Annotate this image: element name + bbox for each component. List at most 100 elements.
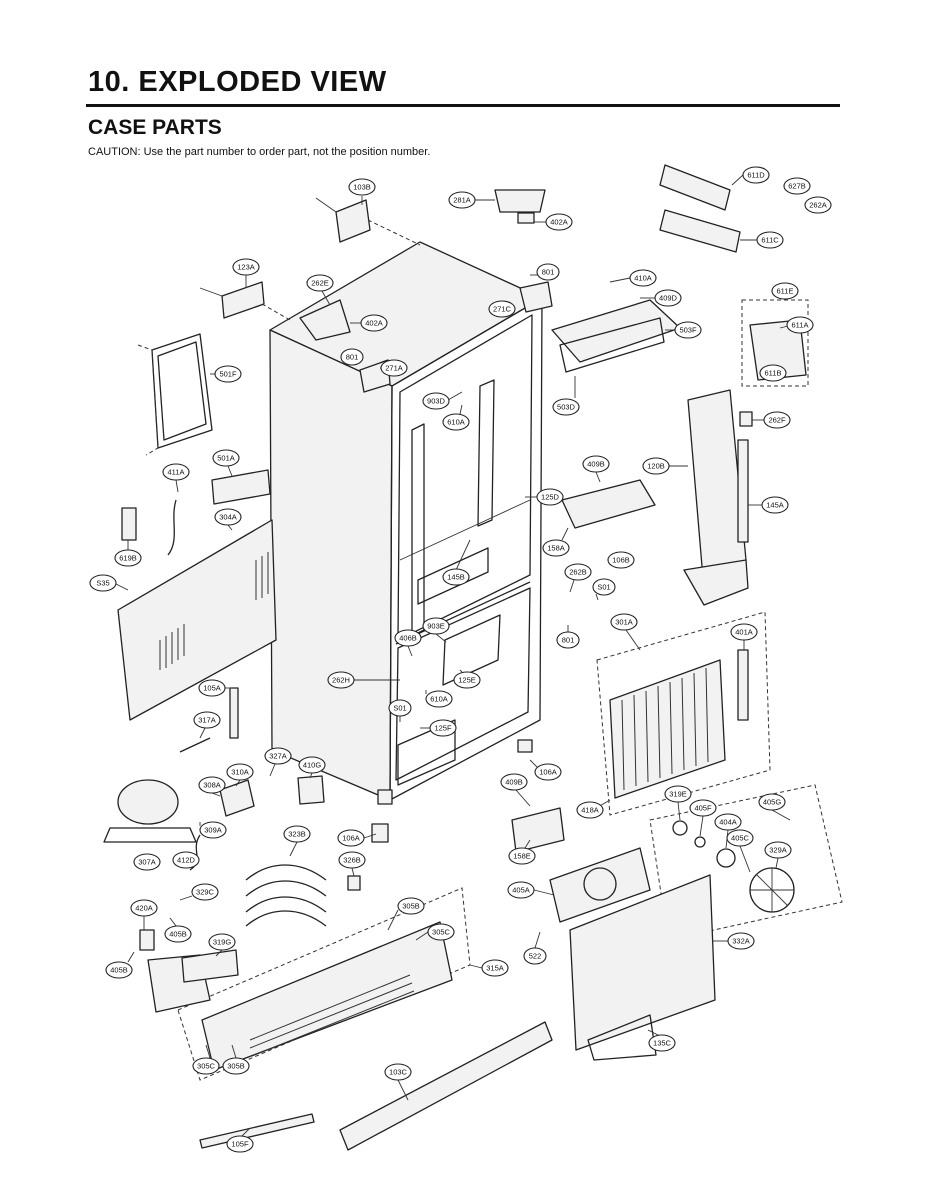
svg-text:305C: 305C [432,928,451,937]
svg-text:145B: 145B [447,573,465,582]
callout-317a: 317A [193,711,221,739]
callout-301a: 301A [610,613,641,651]
callout-304a: 304A [214,508,242,531]
callout-611c: 611C [740,231,784,249]
callout-405b-top: 405B [164,917,192,943]
svg-text:418A: 418A [581,806,599,815]
svg-text:145A: 145A [766,501,784,510]
callout-103c: 103C [384,1063,412,1101]
svg-text:327A: 327A [269,752,287,761]
callout-329c: 329C [179,883,219,901]
callout-158a: 158A [542,527,570,557]
svg-text:271A: 271A [385,364,403,373]
caution-note: CAUTION: Use the part number to order pa… [88,146,431,158]
callout-123a: 123A [232,258,260,288]
svg-text:262A: 262A [809,201,827,210]
svg-text:610A: 610A [430,695,448,704]
svg-text:319G: 319G [213,938,232,947]
callout-410g: 410G [298,756,326,779]
callout-120b: 120B [642,457,688,475]
svg-text:103B: 103B [353,183,371,192]
svg-text:611A: 611A [792,321,809,330]
svg-text:402A: 402A [550,218,568,227]
callout-323b: 323B [283,825,311,857]
callout-layer: 103B 281A 402A 611D 627B 262A 611C 123A … [89,166,832,1153]
callout-903d: 903D [422,391,463,410]
svg-text:619B: 619B [119,554,137,563]
callout-271c: 271C [488,300,516,318]
callout-401a: 401A [730,623,758,650]
svg-text:406B: 406B [399,634,417,643]
svg-text:501F: 501F [219,370,237,379]
callout-402a: 402A [350,314,388,332]
svg-text:405F: 405F [694,804,712,813]
svg-text:801: 801 [562,636,575,645]
svg-text:319E: 319E [669,790,687,799]
svg-text:304A: 304A [219,513,237,522]
svg-text:903D: 903D [427,397,446,406]
callout-405g: 405G [758,793,791,821]
callout-305c: 305C [192,1044,220,1075]
callout-262e: 262E [306,274,334,306]
svg-text:106A: 106A [539,768,557,777]
svg-text:611B: 611B [765,369,782,378]
callout-262a: 262A [804,196,832,214]
callout-326b: 326B [338,851,366,877]
svg-text:402A: 402A [365,319,383,328]
callout-319e: 319E [664,785,692,821]
svg-text:317A: 317A [198,716,216,725]
title-rule [86,104,840,107]
svg-text:125D: 125D [541,493,560,502]
callout-262b: 262B [564,563,592,593]
callout-409b: 409B [500,773,531,807]
callout-405b: 405B [105,951,135,979]
callout-262f: 262F [752,411,791,429]
svg-text:326B: 326B [343,856,361,865]
svg-text:262H: 262H [332,676,350,685]
callout-135c: 135C [647,1029,676,1052]
svg-text:503D: 503D [557,403,576,412]
svg-text:301A: 301A [615,618,633,627]
callout-610a-top: 610A [442,404,470,431]
compressor-group [103,775,325,871]
svg-text:305B: 305B [227,1062,245,1071]
fan-assembly [549,784,843,941]
svg-text:903E: 903E [427,622,445,631]
svg-text:611E: 611E [777,287,794,296]
callout-404a: 404A [714,813,742,849]
svg-text:309A: 309A [204,826,222,835]
svg-text:401A: 401A [735,628,753,637]
callout-332a: 332A [712,932,755,950]
callout-327a: 327A [264,747,292,777]
svg-text:262E: 262E [311,279,329,288]
callout-418a: 418A [576,799,611,819]
callout-125d: 125D [525,488,564,506]
callout-501a: 501A [212,449,240,477]
section-title: CASE PARTS [88,116,222,139]
svg-text:329A: 329A [769,846,787,855]
svg-text:503F: 503F [679,326,697,335]
svg-text:S01: S01 [393,704,406,713]
callout-801: 801 [340,348,364,366]
callout-405c: 405C [726,829,754,873]
callout-801-top: 801 [530,263,560,281]
svg-text:305C: 305C [197,1062,216,1071]
base-plate [139,887,471,1081]
svg-text:409D: 409D [659,294,678,303]
condenser [245,864,361,927]
callout-s35: S35 [89,574,129,592]
callout-411a: 411A [162,463,190,493]
svg-text:411A: 411A [168,468,185,477]
svg-text:158E: 158E [513,852,531,861]
svg-text:106B: 106B [612,556,630,565]
callout-410a: 410A [609,269,657,287]
callout-310a: 310A [226,763,254,787]
callout-903e: 903E [422,617,450,643]
svg-text:262B: 262B [569,568,587,577]
callout-611a: 611A [779,316,814,334]
callout-406b: 406B [394,629,422,657]
svg-text:405C: 405C [731,834,750,843]
callout-305b: 305B [222,1044,250,1075]
svg-text:522: 522 [529,952,542,961]
callout-125e: 125E [453,669,481,689]
